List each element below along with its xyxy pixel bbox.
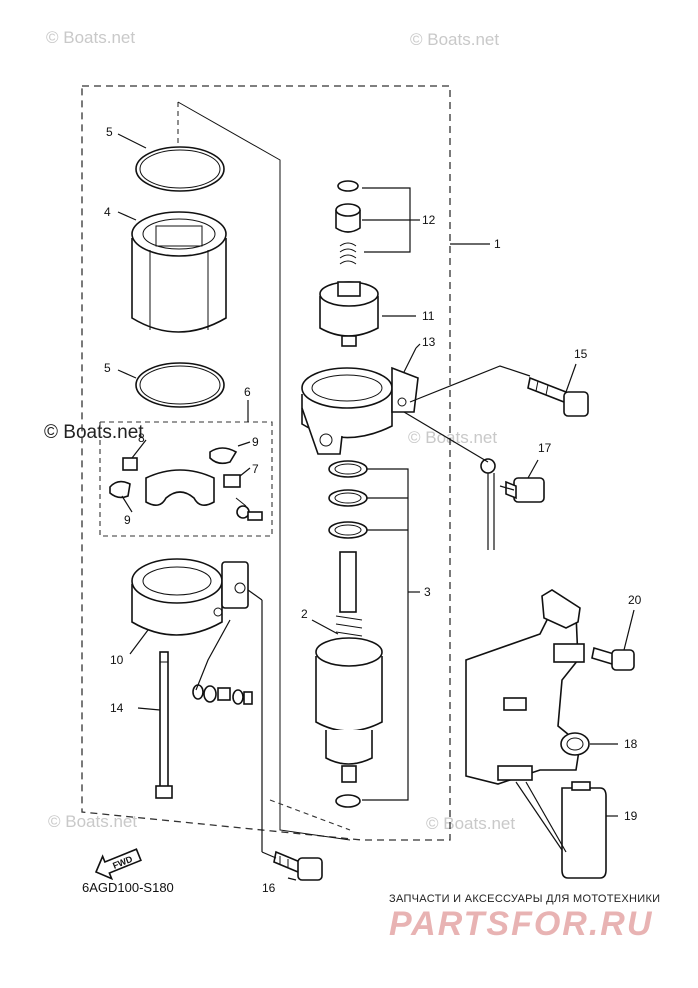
part-14-through-bolt	[155, 651, 173, 799]
callout-12: 12	[422, 213, 436, 227]
callout-3: 3	[424, 585, 431, 599]
fwd-arrow: FWD	[94, 848, 142, 881]
callout-11: 11	[422, 309, 435, 323]
callout-18: 18	[624, 737, 638, 751]
watermark-top-right: © Boats.net	[410, 30, 500, 49]
callout-16: 16	[262, 881, 276, 895]
diagram-code: 6AGD100-S180	[82, 880, 174, 895]
washer-nut-set	[192, 684, 253, 705]
watermark-mid-left: © Boats.net	[44, 422, 144, 443]
part-8-brush	[122, 457, 138, 471]
part-5-oring-bottom	[135, 362, 225, 408]
part-3-washer-set	[328, 460, 368, 808]
callout-9-right: 9	[252, 435, 259, 449]
part-7-brush	[223, 474, 241, 488]
part-6-brush-holder	[109, 447, 263, 521]
callout-2: 2	[301, 607, 308, 621]
part-13-front-bracket	[301, 366, 419, 455]
part-9-spring-left	[109, 480, 131, 499]
callout-19: 19	[624, 809, 638, 823]
callout-6: 6	[244, 385, 251, 399]
brand-logo[interactable]: PARTSFOR.RU	[389, 905, 654, 943]
part-19-plate	[561, 781, 607, 879]
callout-14: 14	[110, 701, 124, 715]
callout-5-bottom: 5	[104, 361, 111, 375]
part-5-oring-top	[135, 146, 225, 192]
callout-13: 13	[422, 335, 436, 349]
callout-9-left: 9	[124, 513, 131, 527]
brand-subtitle: ЗАПЧАСТИ И АКСЕССУАРЫ ДЛЯ МОТОТЕХНИКИ	[389, 893, 661, 905]
part-15-bolt	[527, 376, 589, 417]
callout-numbers: 1 2 3 4 5 5 6 7 8 9 9 10 11 12 13 14 15 …	[104, 125, 642, 895]
part-20-bolt	[591, 646, 635, 671]
callout-5-top: 5	[106, 125, 113, 139]
callout-15: 15	[574, 347, 588, 361]
part-17-terminal-bolt	[480, 458, 545, 550]
callout-17: 17	[538, 441, 552, 455]
part-16-bolt	[273, 850, 323, 881]
part-12-pinion-kit	[335, 180, 361, 265]
leader-lines	[117, 133, 635, 881]
part-11-drive-pinion	[319, 281, 379, 347]
watermark-bottom-right: © Boats.net	[426, 814, 516, 833]
callout-10: 10	[110, 653, 124, 667]
callout-4: 4	[104, 205, 111, 219]
callout-20: 20	[628, 593, 642, 607]
part-2-armature	[315, 551, 383, 783]
part-4-yoke	[131, 211, 227, 333]
watermark-top-left: © Boats.net	[46, 28, 136, 47]
callout-1: 1	[494, 237, 501, 251]
part-9-spring-right	[209, 447, 238, 465]
watermark-bottom-left: © Boats.net	[48, 812, 138, 831]
part-10-end-cover	[131, 558, 249, 636]
callout-8: 8	[138, 431, 145, 445]
part-18-cover	[465, 589, 590, 785]
callout-7: 7	[252, 462, 259, 476]
watermark-mid-right: © Boats.net	[408, 428, 498, 447]
